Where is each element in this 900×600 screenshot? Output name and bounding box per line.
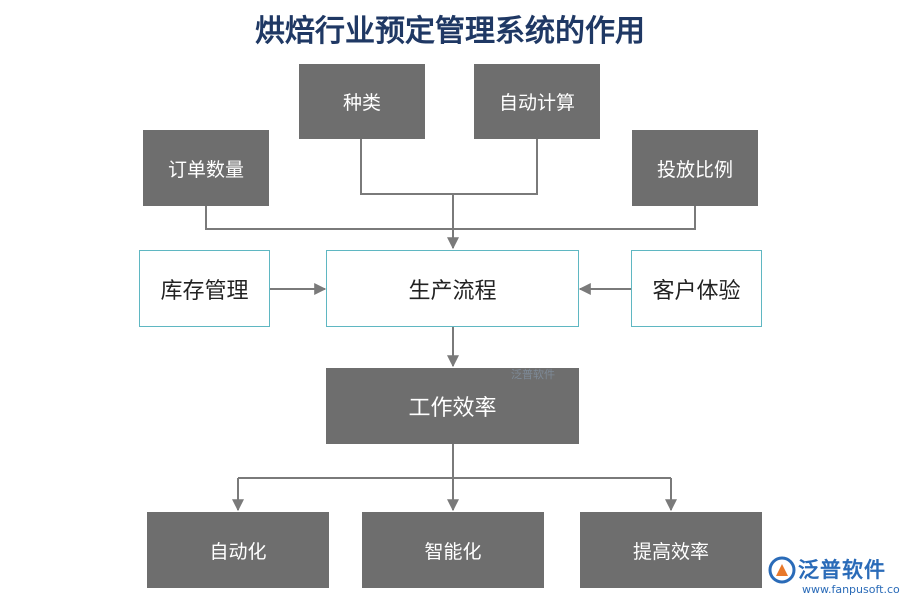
node-category: 种类: [299, 64, 425, 139]
page-title: 烘焙行业预定管理系统的作用: [255, 14, 645, 49]
node-improve: 提高效率: [580, 512, 762, 588]
node-auto-calc: 自动计算: [474, 64, 600, 139]
brand-url: www.fanpusoft.com: [802, 583, 900, 596]
node-inventory: 库存管理: [139, 250, 270, 327]
node-production: 生产流程: [326, 250, 579, 327]
node-ratio: 投放比例: [632, 130, 758, 206]
node-customer: 客户体验: [631, 250, 762, 327]
brand-logo-block: 泛普软件 www.fanpusoft.com: [768, 552, 900, 596]
connector-category: [360, 139, 453, 195]
node-automation: 自动化: [147, 512, 329, 588]
connector-ratio: [453, 206, 696, 230]
fanpu-logo-icon: [768, 556, 796, 584]
node-efficiency: 工作效率: [326, 368, 579, 444]
node-intelligence: 智能化: [362, 512, 544, 588]
connector-auto-calc: [453, 139, 538, 195]
watermark-text: 泛普软件: [511, 368, 555, 381]
node-order-qty: 订单数量: [143, 130, 269, 206]
connector-order-qty: [205, 206, 453, 230]
brand-name: 泛普软件: [798, 558, 886, 582]
